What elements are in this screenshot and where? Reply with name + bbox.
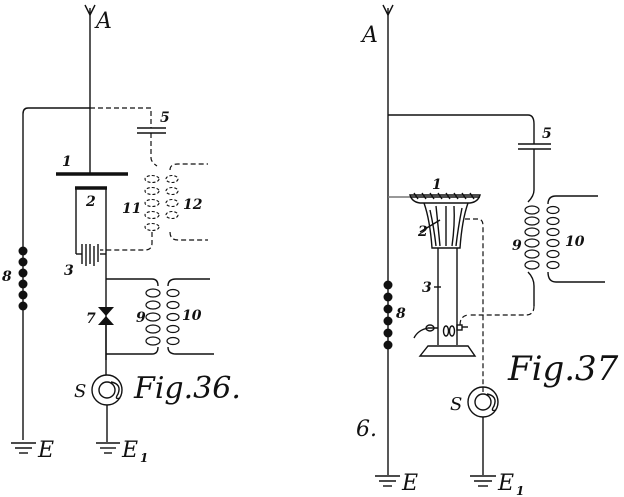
label-3: 3 <box>64 263 74 279</box>
wire-9-bottom <box>527 271 535 306</box>
label-5: 5 <box>160 110 170 126</box>
battery-8 <box>18 246 28 311</box>
label-9: 9 <box>512 238 522 254</box>
earth-label: E <box>401 471 418 496</box>
wire-10-bottom <box>547 271 605 283</box>
figure-36-caption: Fig.36. <box>133 371 241 406</box>
condenser-3 <box>76 244 106 266</box>
label-s: S <box>74 381 86 402</box>
telephone-receiver <box>91 374 123 442</box>
wire-to-c5 <box>388 114 535 144</box>
label-10: 10 <box>565 234 585 250</box>
side-number: 6. <box>356 417 377 442</box>
earth-1-label: E <box>497 471 514 496</box>
label-5: 5 <box>542 126 552 142</box>
wire-10-bottom <box>167 346 214 355</box>
label-12: 12 <box>183 197 203 213</box>
wire-c5-coil <box>527 149 535 203</box>
wire-10-top <box>167 278 210 287</box>
label-s: S <box>450 394 462 415</box>
detector-7 <box>98 307 114 375</box>
figure-36: A 5 11 12 1 <box>2 4 241 465</box>
label-1: 1 <box>62 154 72 170</box>
coil-10 <box>166 288 180 346</box>
dashed-wire-top <box>90 107 152 128</box>
earth-1-subscript: 1 <box>140 451 148 465</box>
coil-11 <box>144 174 160 232</box>
wire-10-top <box>547 195 598 205</box>
label-8: 8 <box>2 269 12 285</box>
battery-wire <box>22 107 90 440</box>
plate-2 <box>75 186 107 360</box>
wire-9-top <box>106 278 159 287</box>
dashed-wire-c5 <box>150 133 158 167</box>
coil-9 <box>524 205 540 270</box>
earth-1-symbol <box>470 475 496 487</box>
antenna-symbol <box>84 4 96 175</box>
antenna-symbol <box>382 4 394 475</box>
dashed-wire-12-bottom <box>169 231 208 241</box>
label-8: 8 <box>396 306 406 322</box>
dashed-wire-burner <box>468 305 535 316</box>
condenser-5 <box>137 127 166 134</box>
earth-1-symbol <box>96 442 120 454</box>
label-2-leader <box>419 219 441 233</box>
label-2: 2 <box>85 194 96 210</box>
plate-1-gauze <box>409 192 481 204</box>
figure-37-caption: Fig.37 <box>507 349 619 389</box>
earth-label: E <box>37 438 54 463</box>
earth-symbol <box>375 475 400 487</box>
figure-37: A 5 9 10 <box>356 4 619 497</box>
burner-3 <box>413 248 477 357</box>
label-1: 1 <box>432 177 442 193</box>
telephone-receiver <box>467 386 499 475</box>
label-10: 10 <box>182 308 202 324</box>
dashed-wire-telephone <box>465 218 484 392</box>
earth-symbol <box>11 442 36 454</box>
coil-12 <box>165 174 179 220</box>
earth-1-label: E <box>121 438 138 463</box>
dashed-wire-11-bottom <box>100 232 153 251</box>
label-7: 7 <box>86 311 96 327</box>
coil-10 <box>546 205 560 270</box>
condenser-5 <box>518 143 551 150</box>
battery-8 <box>383 280 393 350</box>
antenna-label: A <box>94 9 112 34</box>
earth-1-subscript: 1 <box>516 484 524 497</box>
label-9: 9 <box>136 310 146 326</box>
dashed-wire-12-top <box>169 163 208 171</box>
antenna-label: A <box>360 23 378 48</box>
wire-9-bottom <box>106 346 159 355</box>
flame-2 <box>423 202 469 249</box>
label-2: 2 <box>417 224 428 240</box>
label-11: 11 <box>122 201 141 217</box>
label-3: 3 <box>422 280 432 296</box>
coil-9 <box>145 288 161 346</box>
